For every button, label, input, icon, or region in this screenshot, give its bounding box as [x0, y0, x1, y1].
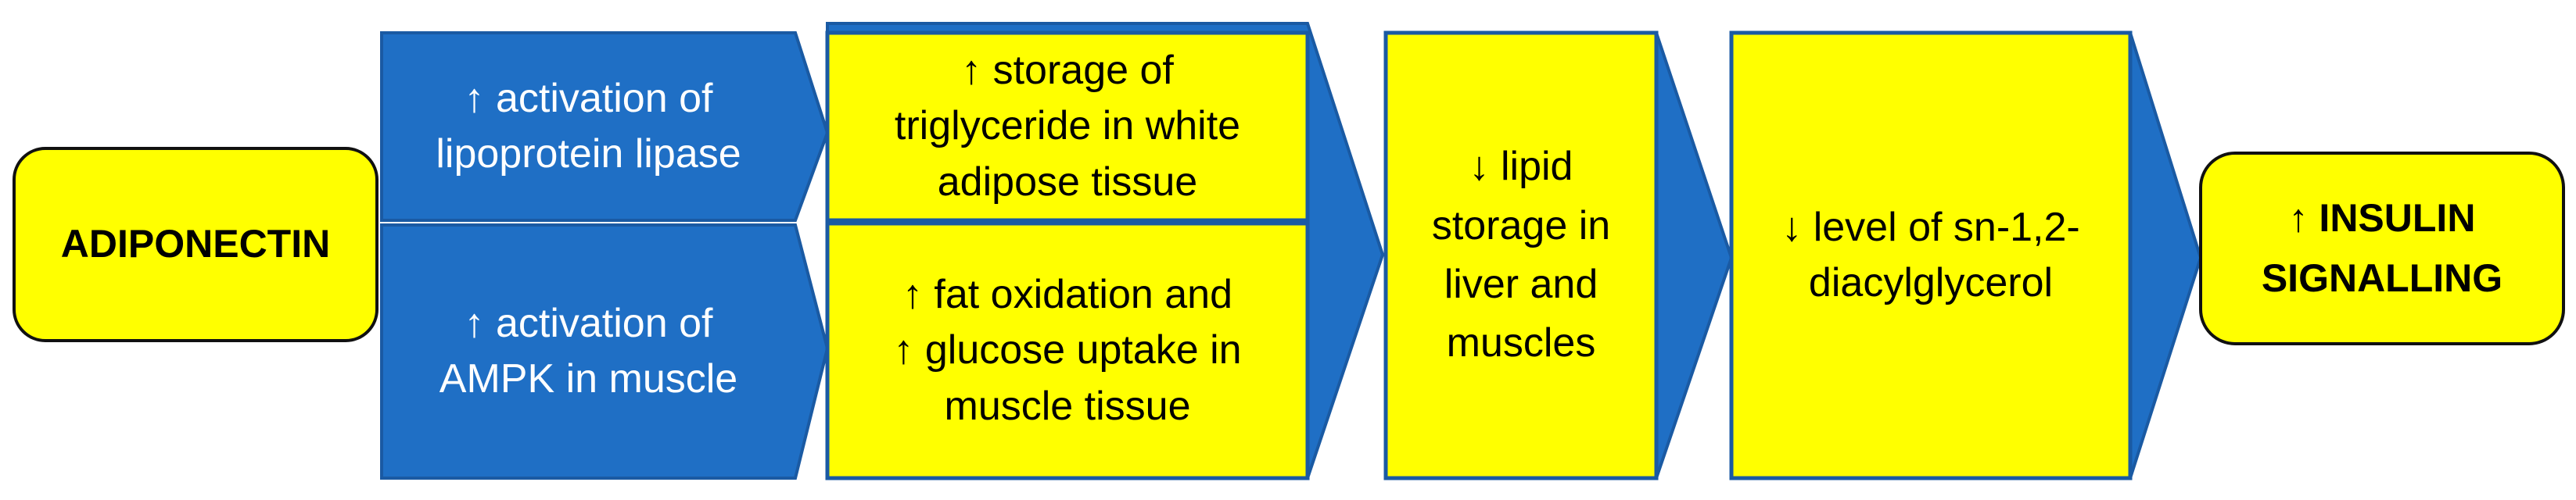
insulin-signalling-box	[2199, 152, 2565, 345]
lipoprotein-lipase-chevron	[380, 31, 830, 222]
triglyceride-storage-box	[825, 30, 1310, 223]
diacylglycerol-box	[1729, 30, 2133, 480]
lipid-storage-label: ↓ lipid storage in liver and muscles	[1431, 144, 1611, 366]
lipid-storage-box	[1383, 30, 1659, 480]
ampk-label: ↑ activation of AMPK in muscle	[439, 300, 738, 402]
ampk-chevron	[380, 223, 830, 480]
lipoprotein-lipase-label: ↑ activation of lipoprotein lipase	[436, 75, 741, 177]
adiponectin-label: ADIPONECTIN	[60, 222, 331, 266]
insulin-signalling-label: ↑ INSULIN SIGNALLING	[2261, 195, 2503, 301]
adiponectin-box	[13, 147, 379, 342]
fat-oxidation-box	[825, 221, 1310, 480]
fat-oxidation-label: ↑ fat oxidation and ↑ glucose uptake in …	[893, 272, 1242, 429]
triglyceride-storage-label: ↑ storage of triglyceride in white adipo…	[894, 48, 1241, 205]
diacylglycerol-label: ↓ level of sn-1,2- diacylglycerol	[1781, 204, 2080, 305]
